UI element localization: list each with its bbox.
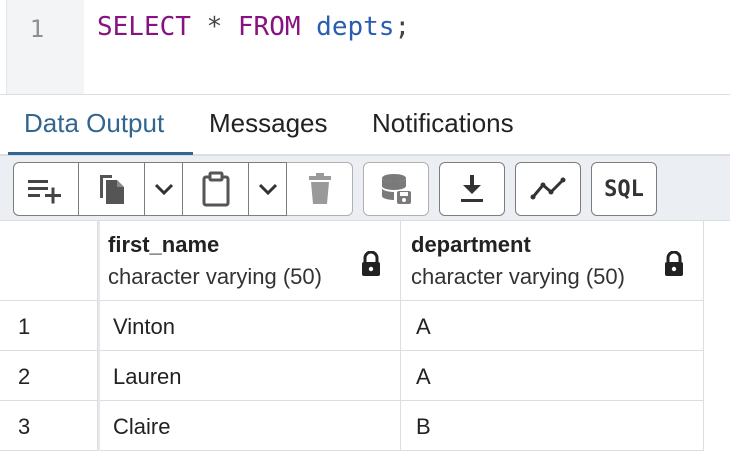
- cell-value: Lauren: [113, 364, 182, 389]
- cell-value: Vinton: [113, 314, 175, 339]
- graph-visualiser-button[interactable]: [515, 162, 581, 216]
- trash-icon: [308, 173, 331, 204]
- copy-button[interactable]: [79, 162, 145, 216]
- column-name: department: [411, 232, 531, 257]
- editor-left-border: [6, 0, 7, 94]
- chevron-down-icon: [154, 183, 173, 196]
- table-cell[interactable]: Vinton: [98, 301, 401, 351]
- row-number: 3: [18, 414, 31, 439]
- paste-options-dropdown[interactable]: [249, 162, 287, 216]
- results-grid: first_name character varying (50) depart…: [0, 221, 730, 464]
- row-number: 2: [18, 364, 31, 389]
- keyword-select: SELECT: [97, 12, 191, 42]
- data-toolbar: SQL: [0, 155, 730, 221]
- add-row-icon: [28, 180, 61, 204]
- table-cell[interactable]: A: [401, 301, 704, 351]
- tab-messages[interactable]: Messages: [209, 108, 328, 138]
- delete-row-button[interactable]: [287, 162, 353, 216]
- column-header-department[interactable]: department character varying (50): [401, 221, 704, 301]
- line-number: 1: [29, 15, 45, 43]
- cell-value: Claire: [113, 414, 171, 439]
- add-row-button[interactable]: [13, 162, 79, 216]
- paste-icon: [202, 171, 229, 207]
- row-number-cell[interactable]: 1: [0, 301, 98, 351]
- save-data-button[interactable]: [363, 162, 429, 216]
- sql-button[interactable]: SQL: [591, 162, 657, 216]
- chevron-down-icon: [258, 183, 277, 196]
- row-number-cell[interactable]: 3: [0, 401, 98, 451]
- tab-notifications[interactable]: Notifications: [372, 108, 514, 138]
- cell-value: A: [416, 314, 431, 339]
- paste-button[interactable]: [183, 162, 249, 216]
- sql-icon: SQL: [604, 176, 644, 202]
- lock-icon: [665, 251, 683, 276]
- code-line[interactable]: SELECT * FROM depts;: [97, 12, 410, 42]
- column-name: first_name: [108, 232, 220, 257]
- cell-value: A: [416, 364, 431, 389]
- cell-value: B: [416, 414, 431, 439]
- frozen-column-divider: [98, 221, 100, 451]
- table-identifier: depts: [316, 12, 395, 42]
- row-number-header: [0, 221, 98, 301]
- table-cell[interactable]: Lauren: [98, 351, 401, 401]
- semicolon: ;: [394, 12, 411, 42]
- editor-gutter: 1: [7, 0, 84, 94]
- column-header-first-name[interactable]: first_name character varying (50): [98, 221, 401, 301]
- tab-data-output[interactable]: Data Output: [24, 108, 165, 138]
- copy-icon: [99, 175, 124, 204]
- save-data-icon: [382, 174, 411, 204]
- table-cell[interactable]: A: [401, 351, 704, 401]
- table-cell[interactable]: B: [401, 401, 704, 451]
- row-number: 1: [18, 314, 31, 339]
- lock-icon: [362, 251, 380, 276]
- graph-icon: [530, 177, 566, 200]
- download-icon: [461, 175, 483, 202]
- row-number-cell[interactable]: 2: [0, 351, 98, 401]
- sql-editor[interactable]: 1 SELECT * FROM depts;: [0, 0, 730, 95]
- active-tab-indicator: [8, 152, 193, 155]
- copy-options-dropdown[interactable]: [145, 162, 183, 216]
- table-cell[interactable]: Claire: [98, 401, 401, 451]
- download-button[interactable]: [439, 162, 505, 216]
- keyword-from: FROM: [237, 12, 301, 42]
- operator-star: *: [206, 12, 223, 42]
- column-type: character varying (50): [411, 264, 625, 289]
- column-type: character varying (50): [108, 264, 322, 289]
- result-tabs: Data Output Messages Notifications: [0, 95, 730, 155]
